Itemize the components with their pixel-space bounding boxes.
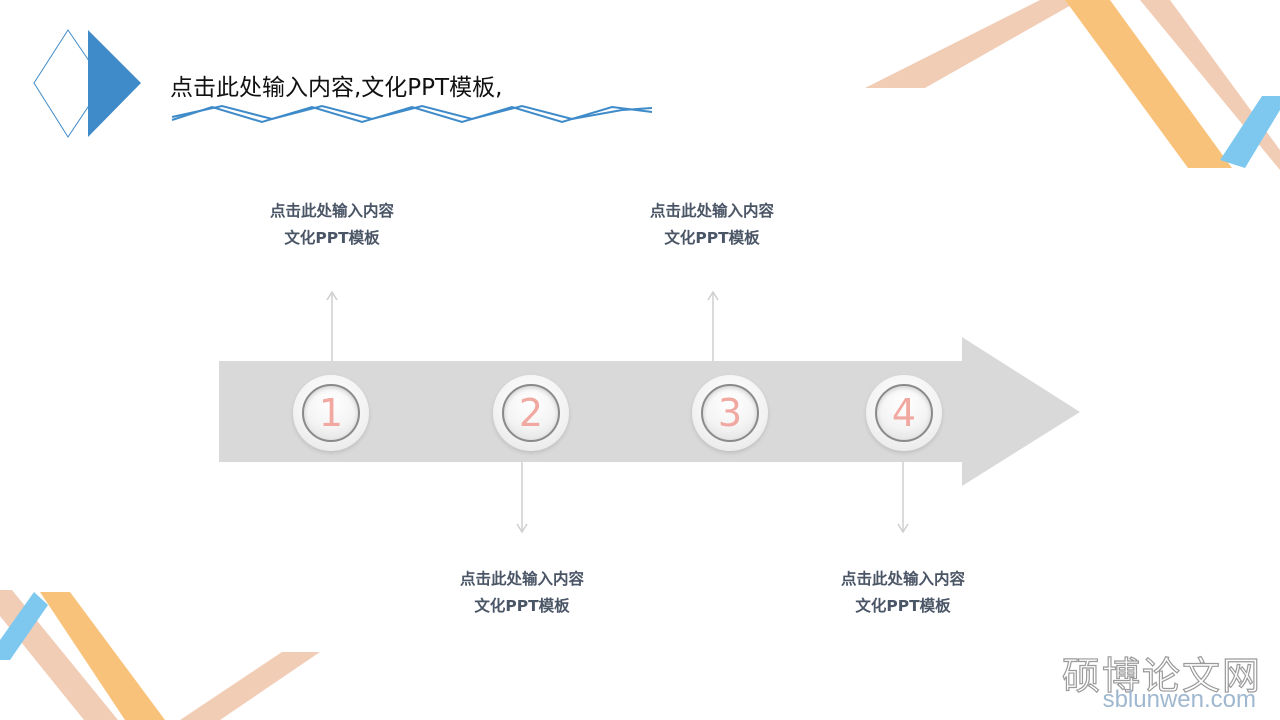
diamond-logo-outline xyxy=(33,29,105,138)
arrowhead-down-4 xyxy=(897,523,909,534)
arrowhead-down-2 xyxy=(516,523,528,534)
step-caption-1-line2: 文化PPT模板 xyxy=(284,229,380,247)
arrowhead-up-1 xyxy=(326,290,338,301)
step-number-1: 1 xyxy=(302,384,360,442)
diamond-logo xyxy=(33,29,141,138)
step-caption-3-line2: 文化PPT模板 xyxy=(664,229,760,247)
step-caption-4: 点击此处输入内容 文化PPT模板 xyxy=(793,566,1013,620)
step-connectors xyxy=(326,290,909,534)
step-number-3: 3 xyxy=(701,384,759,442)
step-node-2: 2 xyxy=(493,375,569,451)
step-caption-2-line2: 文化PPT模板 xyxy=(474,597,570,615)
arrowhead-up-3 xyxy=(707,290,719,301)
step-node-1: 1 xyxy=(293,375,369,451)
bottom-left-stripes xyxy=(0,590,320,720)
watermark-logo-text: 硕博论文网 xyxy=(1061,653,1262,698)
step-number-2: 2 xyxy=(502,384,560,442)
step-caption-1-line1: 点击此处输入内容 xyxy=(269,202,394,220)
slide-title: 点击此处输入内容,文化PPT模板, xyxy=(170,75,503,101)
step-number-4: 4 xyxy=(875,384,933,442)
step-caption-4-line2: 文化PPT模板 xyxy=(855,597,951,615)
step-caption-2: 点击此处输入内容 文化PPT模板 xyxy=(412,566,632,620)
diamond-logo-filled xyxy=(88,30,141,137)
step-caption-3: 点击此处输入内容 文化PPT模板 xyxy=(602,198,822,252)
step-node-3: 3 xyxy=(692,375,768,451)
title-wave-underline xyxy=(171,104,653,124)
step-node-4: 4 xyxy=(866,375,942,451)
watermark-url: sblunwen.com xyxy=(1102,686,1256,713)
step-caption-3-line1: 点击此处输入内容 xyxy=(649,202,774,220)
timeline-arrow xyxy=(219,337,1080,486)
step-caption-4-line1: 点击此处输入内容 xyxy=(840,570,965,588)
step-caption-2-line1: 点击此处输入内容 xyxy=(459,570,584,588)
step-caption-1: 点击此处输入内容 文化PPT模板 xyxy=(222,198,442,252)
top-right-stripes xyxy=(865,0,1280,170)
